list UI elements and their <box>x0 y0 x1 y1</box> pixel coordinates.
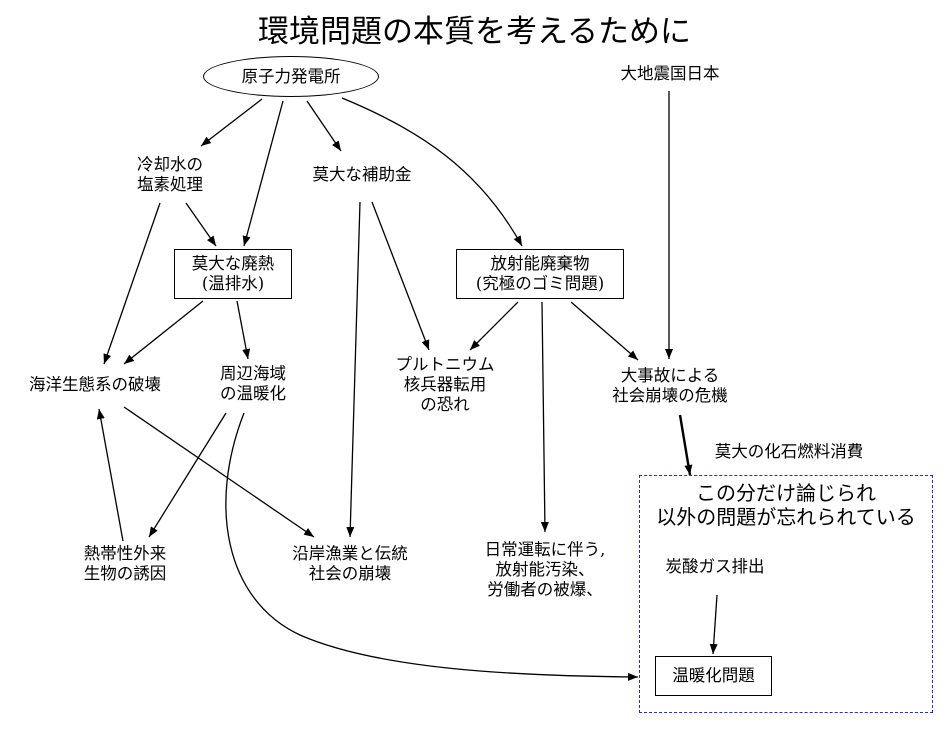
edge-chlorine-marine <box>103 202 161 365</box>
node-local-warming-line-1: 周辺海域 <box>220 364 286 383</box>
edge-radwaste-collapse <box>570 301 639 361</box>
node-plutonium-line-1: プルトニウム <box>395 355 495 374</box>
group-forgotten-issues <box>639 475 933 713</box>
node-co2-emission: 炭酸ガス排出 <box>650 557 780 577</box>
edge-localwarming-tropical <box>148 412 227 538</box>
edge-marine-coastal <box>123 406 315 538</box>
node-nuclear-plant-label: 原子力発電所 <box>241 66 341 86</box>
edge-wasteheat-localwarming <box>236 300 251 360</box>
node-daily-operation-line-1: 日常運転に伴う, <box>484 540 606 559</box>
node-waste-heat: 莫大な廃熱 (温排水) <box>174 249 292 299</box>
node-waste-heat-line-2: (温排水) <box>201 274 265 293</box>
edge-radwaste-daily <box>540 301 549 533</box>
node-radioactive-waste-line-1: 放射能廃棄物 <box>490 254 590 273</box>
diagram-title: 環境問題の本質を考えるために <box>257 14 692 50</box>
edge-subsidy-plutonium <box>371 201 430 351</box>
node-local-warming: 周辺海域 の温暖化 <box>198 364 308 404</box>
node-plutonium: プルトニウム 核兵器転用 の恐れ <box>380 355 510 415</box>
group-caption-line-1: この分だけ論じられ <box>696 481 876 505</box>
node-coastal-fishing-line-1: 沿岸漁業と伝統 <box>292 544 408 563</box>
node-fossil-fuel: 莫大の化石燃料消費 <box>694 442 884 462</box>
node-chlorine-treatment: 冷却水の 塩素処理 <box>115 155 225 195</box>
node-chlorine-line-2: 塩素処理 <box>137 175 203 194</box>
node-subsidy: 莫大な補助金 <box>292 165 432 185</box>
edge-plant-radwaste <box>341 97 523 247</box>
node-marine-ecosystem: 海洋生態系の破壊 <box>10 375 180 395</box>
group-caption-line-2: 以外の問題が忘れられている <box>656 505 916 529</box>
node-co2-emission-label: 炭酸ガス排出 <box>665 557 765 576</box>
edge-localwarming-globalwarming <box>225 412 639 681</box>
node-coastal-fishing-line-2: 社会の崩壊 <box>308 564 392 583</box>
node-social-collapse: 大事故による 社会崩壊の危機 <box>595 366 745 406</box>
edge-tropical-marine <box>96 408 124 542</box>
node-radioactive-waste: 放射能廃棄物 (究極のゴミ問題) <box>456 249 624 299</box>
edge-collapse-fossil <box>678 414 693 476</box>
edge-plant-chlorine <box>200 98 263 147</box>
edge-plant-subsidy <box>306 100 342 152</box>
node-local-warming-line-2: の温暖化 <box>220 384 286 403</box>
edge-co2-globalwarming <box>709 594 718 655</box>
node-plutonium-line-3: の恐れ <box>420 395 470 414</box>
node-marine-ecosystem-label: 海洋生態系の破壊 <box>29 375 161 394</box>
node-tropical-species-line-1: 熱帯性外来 <box>83 544 167 563</box>
edge-radwaste-plutonium <box>469 301 519 351</box>
node-fossil-fuel-label: 莫大の化石燃料消費 <box>714 442 864 461</box>
node-social-collapse-line-2: 社会崩壊の危機 <box>612 386 728 405</box>
node-daily-operation-line-2: 放射能汚染、 <box>495 560 595 579</box>
node-tropical-species-line-2: 生物の誘因 <box>83 564 167 583</box>
node-earthquake-country-label: 大地震国日本 <box>620 64 720 83</box>
node-plutonium-line-2: 核兵器転用 <box>403 375 487 394</box>
node-global-warming: 温暖化問題 <box>655 656 772 696</box>
edge-chlorine-wasteheat <box>185 202 217 247</box>
node-earthquake-country: 大地震国日本 <box>600 64 740 84</box>
edge-subsidy-coastal <box>346 201 361 538</box>
node-global-warming-label: 温暖化問題 <box>672 666 755 685</box>
node-subsidy-label: 莫大な補助金 <box>312 165 412 184</box>
group-caption: この分だけ論じられ 以外の問題が忘れられている <box>642 481 930 529</box>
node-daily-operation-line-3: 労働者の被爆、 <box>487 580 603 599</box>
node-radioactive-waste-line-2: (究極のゴミ問題) <box>475 274 605 293</box>
node-chlorine-line-1: 冷却水の <box>137 155 203 174</box>
edge-wasteheat-marine <box>123 300 204 365</box>
node-tropical-species: 熱帯性外来 生物の誘因 <box>70 544 180 584</box>
node-social-collapse-line-1: 大事故による <box>620 366 720 385</box>
node-coastal-fishing: 沿岸漁業と伝統 社会の崩壊 <box>275 544 425 584</box>
node-waste-heat-line-1: 莫大な廃熱 <box>191 254 275 273</box>
edge-plant-wasteheat <box>242 100 284 247</box>
node-nuclear-plant: 原子力発電所 <box>203 56 379 97</box>
node-daily-operation: 日常運転に伴う, 放射能汚染、 労働者の被爆、 <box>465 540 625 600</box>
